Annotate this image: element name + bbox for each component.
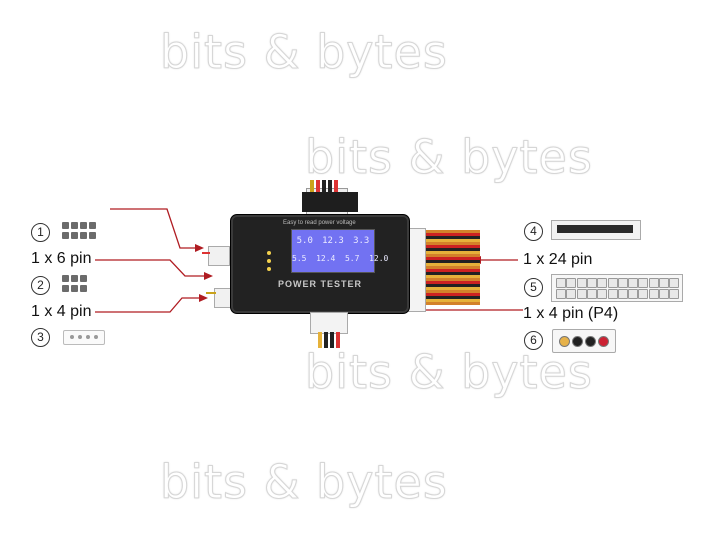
lcd-value-2: 12.3 bbox=[322, 236, 344, 246]
pin-24-8 bbox=[628, 278, 639, 288]
led-indicators bbox=[267, 251, 271, 271]
number-badge-3: 3 bbox=[31, 328, 50, 347]
pin-24-13 bbox=[556, 289, 566, 299]
pin-24-21 bbox=[638, 289, 649, 299]
lcd-value-3: 3.3 bbox=[353, 236, 370, 246]
pin-24-14 bbox=[566, 289, 577, 299]
pin-24-18 bbox=[607, 289, 618, 299]
device-body: Easy to read power voltage 5.0 12.3 3.3 … bbox=[230, 214, 410, 314]
device-brand: POWER TESTER bbox=[277, 279, 362, 289]
pin-24-19 bbox=[617, 289, 628, 299]
number-badge-5: 5 bbox=[524, 278, 543, 297]
pin-24-17 bbox=[597, 289, 608, 299]
power-tester-device: Easy to read power voltage 5.0 12.3 3.3 … bbox=[198, 180, 498, 360]
pin-24-12 bbox=[669, 278, 680, 288]
pin-24-4 bbox=[586, 278, 597, 288]
connector-24pin-icon bbox=[551, 274, 683, 302]
label-4pin: 1 x 4 pin bbox=[31, 303, 92, 320]
number-badge-6: 6 bbox=[524, 331, 543, 350]
pin-24-24 bbox=[669, 289, 680, 299]
pin-24-23 bbox=[659, 289, 669, 299]
pin-24-22 bbox=[648, 289, 659, 299]
pin-24-7 bbox=[617, 278, 628, 288]
connector-4pin-icon bbox=[62, 275, 92, 297]
lcd-display: 5.0 12.3 3.3 5.5 12.4 5.7 12.0 bbox=[291, 229, 389, 273]
label-24pin: 1 x 24 pin bbox=[523, 251, 593, 268]
number-badge-1: 1 bbox=[31, 223, 50, 242]
pin-24-20 bbox=[628, 289, 639, 299]
number-badge-2: 2 bbox=[31, 276, 50, 295]
connector-molex-icon bbox=[552, 329, 616, 353]
pin-24-15 bbox=[576, 289, 587, 299]
watermark-3: bits & bytes bbox=[305, 345, 593, 400]
pin-24-6 bbox=[607, 278, 618, 288]
pin-24-9 bbox=[638, 278, 649, 288]
pin-24-2 bbox=[566, 278, 577, 288]
lcd-row-2: 5.5 12.4 5.7 12.0 bbox=[292, 254, 389, 263]
watermark-1: bits & bytes bbox=[160, 25, 448, 80]
pin-24-1 bbox=[556, 278, 566, 288]
pin-24-16 bbox=[586, 289, 597, 299]
watermark-2: bits & bytes bbox=[305, 130, 593, 185]
connector-floppy-icon bbox=[63, 330, 105, 345]
device-caption: Easy to read power voltage bbox=[283, 220, 356, 226]
watermark-4: bits & bytes bbox=[160, 455, 448, 510]
label-p4: 1 x 4 pin (P4) bbox=[523, 305, 619, 322]
pin-24-3 bbox=[576, 278, 587, 288]
number-badge-4: 4 bbox=[524, 222, 543, 241]
connector-6pin-icon bbox=[62, 222, 106, 244]
pin-24-11 bbox=[659, 278, 669, 288]
label-6pin: 1 x 6 pin bbox=[31, 250, 92, 267]
connector-sata-icon bbox=[551, 220, 641, 240]
lcd-value-1: 5.0 bbox=[296, 236, 313, 246]
pin-24-5 bbox=[597, 278, 608, 288]
pin-24-10 bbox=[648, 278, 659, 288]
